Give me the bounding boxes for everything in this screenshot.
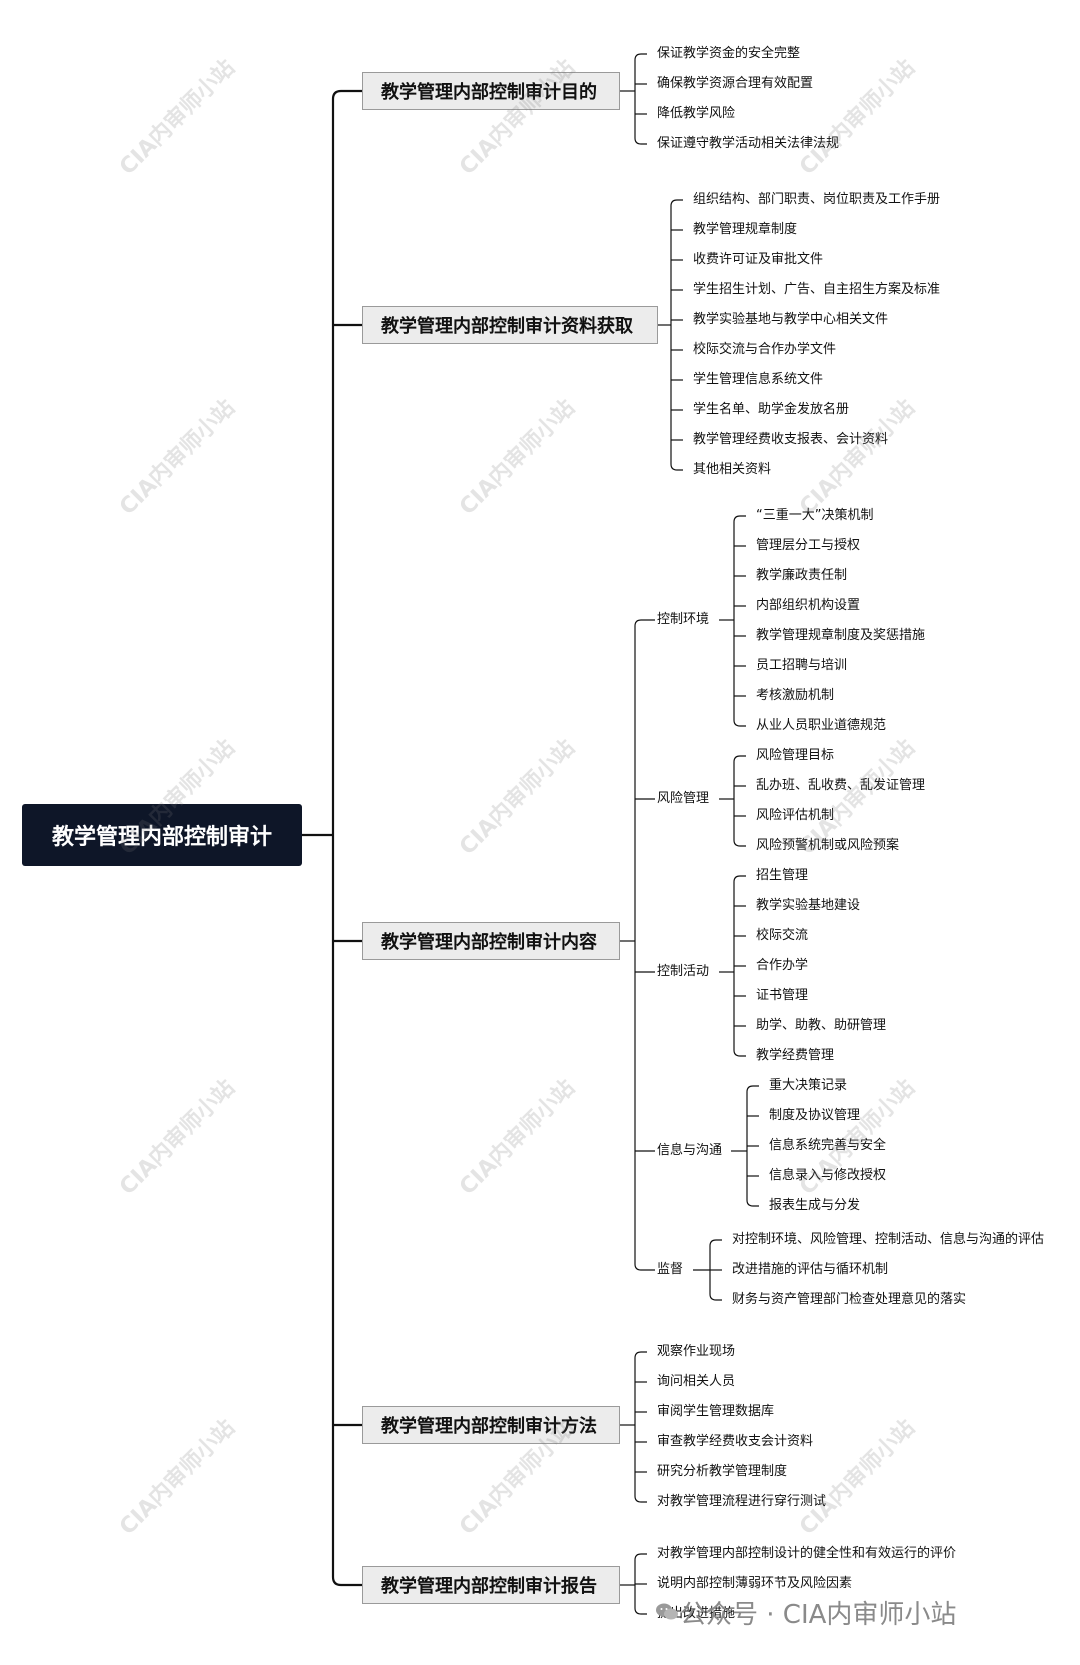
leaf-item: 教学廉政责任制 xyxy=(756,568,848,583)
leaf-item: 管理层分工与授权 xyxy=(756,538,861,553)
leaf-item: 对控制环境、风险管理、控制活动、信息与沟通的评估 xyxy=(732,1232,1045,1247)
leaf-item: 研究分析教学管理制度 xyxy=(657,1464,788,1479)
leaf-item: 助学、助教、助研管理 xyxy=(756,1018,887,1033)
leaf-item: 考核激励机制 xyxy=(756,688,835,703)
leaf-item: 合作办学 xyxy=(756,958,809,973)
leaf-item: 学生管理信息系统文件 xyxy=(693,372,824,387)
leaf-item: 报表生成与分发 xyxy=(769,1198,861,1213)
leaf-item: 询问相关人员 xyxy=(657,1374,736,1389)
branch-node-4[interactable]: 教学管理内部控制审计方法 xyxy=(362,1406,620,1444)
leaf-item: 信息系统完善与安全 xyxy=(769,1138,887,1153)
branch-node-5[interactable]: 教学管理内部控制审计报告 xyxy=(362,1566,620,1604)
leaf-item: 教学实验基地建设 xyxy=(756,898,861,913)
leaf-item: 从业人员职业道德规范 xyxy=(756,718,887,733)
leaf-item: 收费许可证及审批文件 xyxy=(693,252,824,267)
wechat-icon xyxy=(656,1603,678,1620)
leaf-item: 学生名单、助学金发放名册 xyxy=(693,402,850,417)
leaf-item: 财务与资产管理部门检查处理意见的落实 xyxy=(732,1292,967,1307)
leaf-item: 重大决策记录 xyxy=(769,1078,848,1093)
leaf-item: “三重一大”决策机制 xyxy=(756,508,874,523)
leaf-item: 教学管理规章制度 xyxy=(693,222,798,237)
leaf-item: 招生管理 xyxy=(756,868,809,883)
leaf-item: 保证遵守教学活动相关法律法规 xyxy=(657,136,840,151)
leaf-item: 说明内部控制薄弱环节及风险因素 xyxy=(657,1576,853,1591)
sub-node-1[interactable]: 控制环境 xyxy=(657,612,710,627)
sub-node-3[interactable]: 控制活动 xyxy=(657,964,710,979)
leaf-item: 制度及协议管理 xyxy=(769,1108,861,1123)
leaf-item: 内部组织机构设置 xyxy=(756,598,861,613)
leaf-item: 保证教学资金的安全完整 xyxy=(657,46,801,61)
leaf-item: 确保教学资源合理有效配置 xyxy=(657,76,814,91)
leaf-item: 对教学管理流程进行穿行测试 xyxy=(657,1494,827,1509)
leaf-item: 风险评估机制 xyxy=(756,808,835,823)
branch-node-1[interactable]: 教学管理内部控制审计目的 xyxy=(362,72,620,110)
leaf-item: 校际交流 xyxy=(756,928,809,943)
leaf-item: 其他相关资料 xyxy=(693,462,772,477)
leaf-item: 教学实验基地与教学中心相关文件 xyxy=(693,312,889,327)
leaf-item: 乱办班、乱收费、乱发证管理 xyxy=(756,778,926,793)
leaf-item: 风险管理目标 xyxy=(756,748,835,763)
root-node[interactable]: 教学管理内部控制审计 xyxy=(22,804,302,866)
leaf-item: 学生招生计划、广告、自主招生方案及标准 xyxy=(693,282,941,297)
sub-node-4[interactable]: 信息与沟通 xyxy=(657,1143,723,1158)
sub-node-2[interactable]: 风险管理 xyxy=(657,791,710,806)
leaf-item: 教学管理规章制度及奖惩措施 xyxy=(756,628,926,643)
leaf-item: 风险预警机制或风险预案 xyxy=(756,838,900,853)
branch-node-2[interactable]: 教学管理内部控制审计资料获取 xyxy=(362,306,658,344)
footer-text: 公众号 · CIA内审师小站 xyxy=(680,1600,957,1630)
leaf-item: 校际交流与合作办学文件 xyxy=(693,342,837,357)
leaf-item: 对教学管理内部控制设计的健全性和有效运行的评价 xyxy=(657,1546,957,1561)
leaf-item: 证书管理 xyxy=(756,988,809,1003)
leaf-item: 员工招聘与培训 xyxy=(756,658,848,673)
branch-node-3[interactable]: 教学管理内部控制审计内容 xyxy=(362,922,620,960)
sub-node-5[interactable]: 监督 xyxy=(657,1262,684,1277)
leaf-item: 组织结构、部门职责、岗位职责及工作手册 xyxy=(693,192,941,207)
leaf-item: 教学经费管理 xyxy=(756,1048,835,1063)
leaf-item: 教学管理经费收支报表、会计资料 xyxy=(693,432,889,447)
leaf-item: 审查教学经费收支会计资料 xyxy=(657,1434,814,1449)
leaf-item: 审阅学生管理数据库 xyxy=(657,1404,775,1419)
leaf-item: 观察作业现场 xyxy=(657,1344,736,1359)
leaf-item: 信息录入与修改授权 xyxy=(769,1168,887,1183)
leaf-item: 降低教学风险 xyxy=(657,106,736,121)
leaf-item: 改进措施的评估与循环机制 xyxy=(732,1262,889,1277)
